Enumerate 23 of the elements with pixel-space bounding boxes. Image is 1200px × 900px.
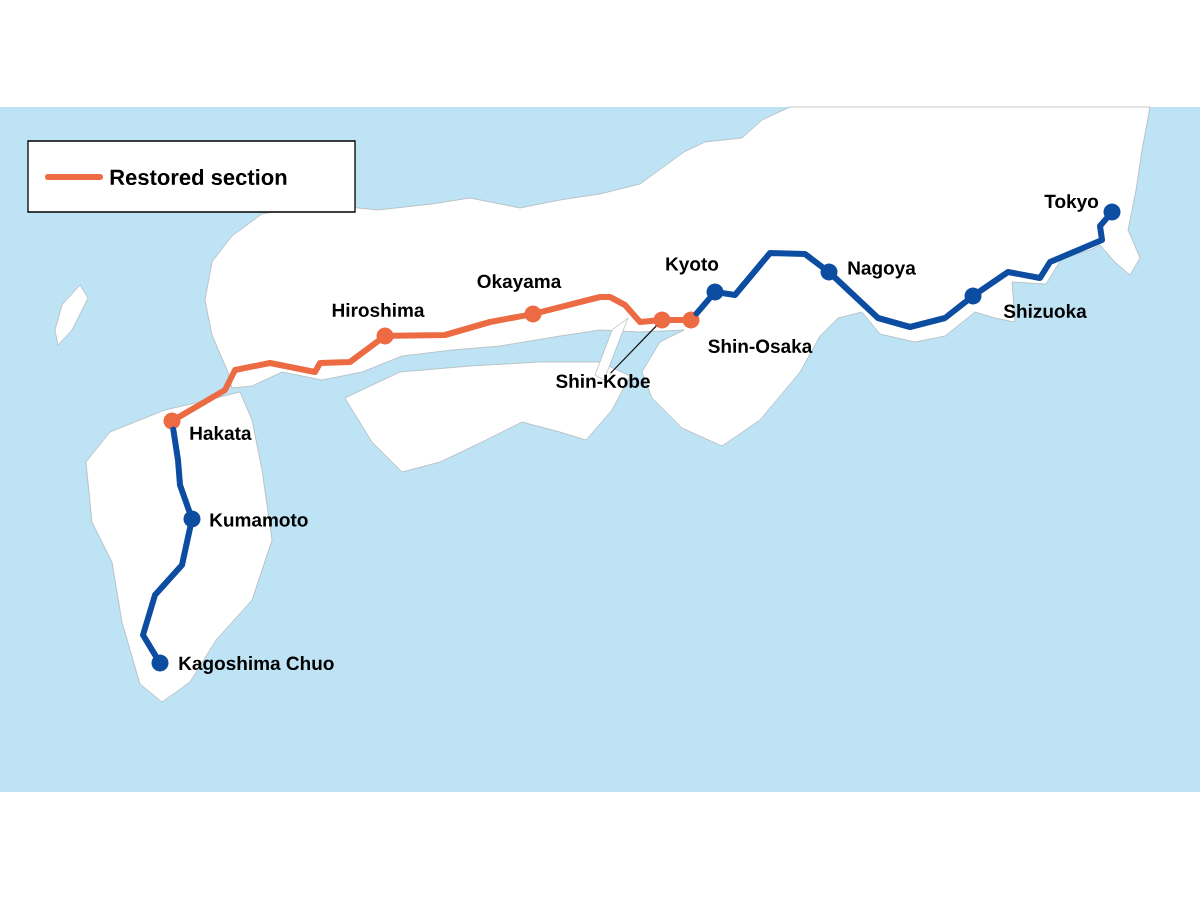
station-label: Hakata <box>190 426 252 440</box>
rail-line <box>832 274 970 330</box>
station-label: Tokyo <box>1044 194 1099 212</box>
rail-line <box>693 295 713 317</box>
station-label: Kumamoto <box>210 513 308 527</box>
rail-line <box>667 317 686 323</box>
station-dot <box>653 311 671 329</box>
station-label: Shin-Osaka <box>708 339 813 353</box>
station-label: Shin-Kobe <box>556 374 650 388</box>
rail-line <box>538 294 657 325</box>
rail-line <box>390 312 528 339</box>
rail-line <box>140 524 194 659</box>
station-label: Kagoshima Chuo <box>179 656 334 674</box>
station-label: Okayama <box>477 274 562 292</box>
rail-line <box>170 426 193 514</box>
station-label: Hiroshima <box>332 303 425 317</box>
rail-line <box>720 250 826 298</box>
legend-text: Restored section <box>110 168 287 186</box>
station-label: Kyoto <box>666 257 719 275</box>
station-label: Shizuoka <box>1003 304 1087 318</box>
station-label: Nagoya <box>848 261 916 279</box>
rail-line <box>176 338 381 420</box>
rail-line <box>977 215 1110 295</box>
